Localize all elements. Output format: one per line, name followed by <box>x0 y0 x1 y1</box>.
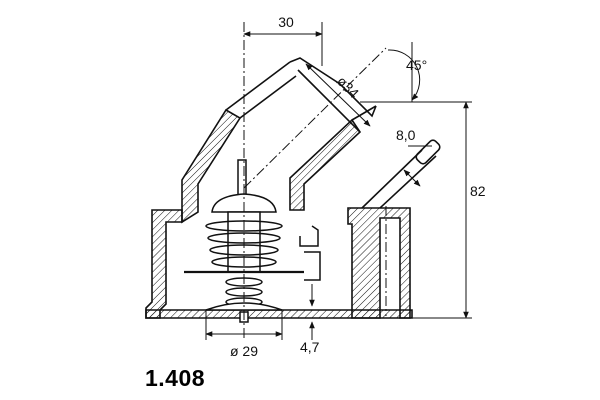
nipple-diameter-label: 8,0 <box>396 127 416 143</box>
dimension-lines <box>205 22 472 340</box>
housing-section <box>145 108 413 319</box>
height-label: 82 <box>470 183 486 199</box>
offset-label: 30 <box>278 14 294 30</box>
part-number: 1.408 <box>145 365 206 391</box>
outlet-diameter-label: ø34 <box>334 73 363 102</box>
valve-diameter-label: ø 29 <box>230 343 258 359</box>
nipple-pipe <box>361 139 441 209</box>
lift-label: 4,7 <box>300 339 320 355</box>
angle-label: 45° <box>406 57 427 73</box>
